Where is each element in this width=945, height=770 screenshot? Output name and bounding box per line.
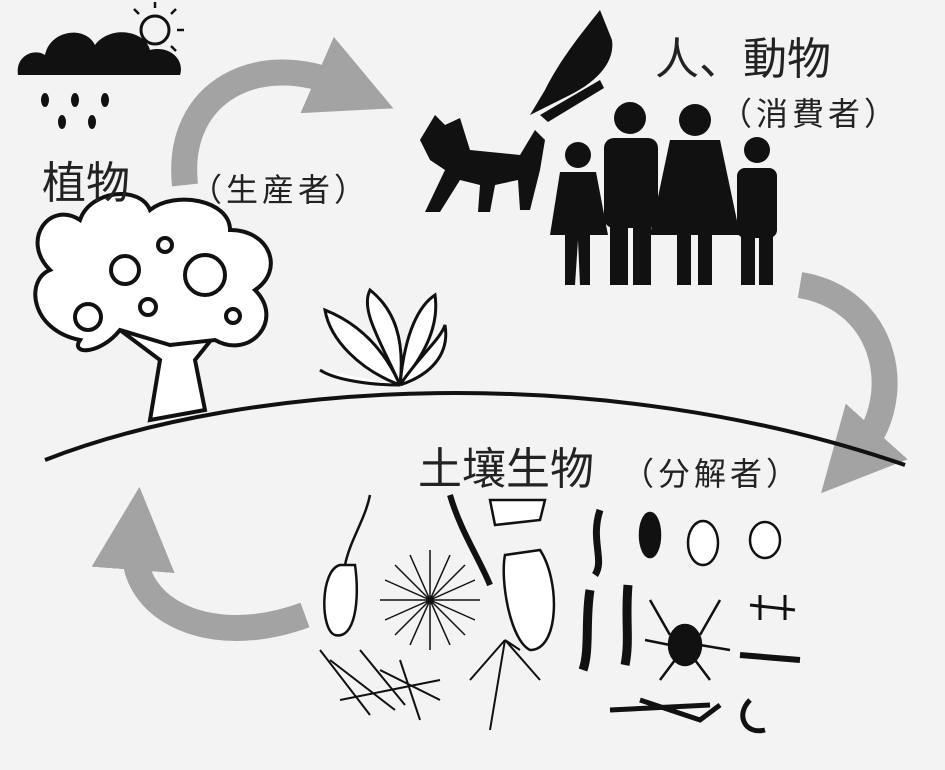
producer-role: （生産者） — [190, 171, 371, 209]
producer-title: 植物 — [42, 158, 130, 209]
arrow-producer-to-consumer — [171, 36, 394, 187]
consumer-role: （消費者） — [720, 95, 901, 133]
decomposer-role: （分解者） — [622, 455, 803, 493]
ground-line — [44, 391, 906, 467]
sun-icon — [133, 2, 184, 52]
bird-icon — [530, 10, 613, 122]
rain-icon — [41, 93, 109, 129]
cloud-icon — [17, 32, 181, 75]
arrow-consumer-to-decomposer — [797, 272, 908, 494]
tree-icon — [33, 192, 273, 423]
consumer-title: 人、動物 — [655, 34, 831, 85]
dog-icon — [420, 115, 545, 212]
arrow-decomposer-to-producer — [91, 486, 310, 641]
decomposer-title: 土壤生物 — [418, 444, 594, 495]
family-icon — [550, 102, 777, 285]
flower-icon — [319, 287, 448, 387]
soil-organisms-icon — [319, 494, 801, 734]
